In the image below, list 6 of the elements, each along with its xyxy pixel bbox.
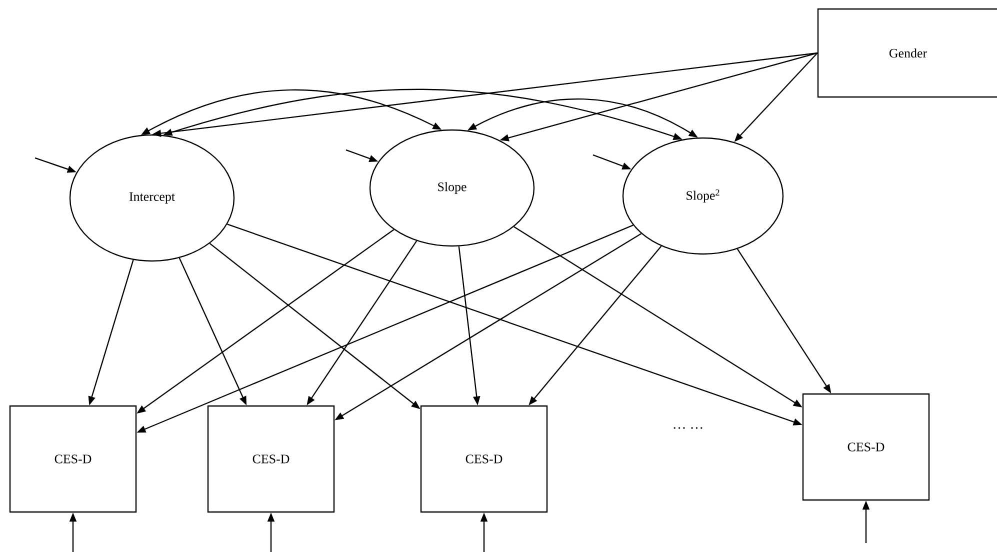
variable-box: CES-D xyxy=(9,405,137,513)
variable-box: CES-D xyxy=(207,405,335,513)
variable-box: CES-D xyxy=(420,405,548,513)
variable-box: CES-D xyxy=(802,393,930,501)
ellipsis-label: … … xyxy=(674,427,702,429)
variable-box: Gender xyxy=(817,8,997,98)
